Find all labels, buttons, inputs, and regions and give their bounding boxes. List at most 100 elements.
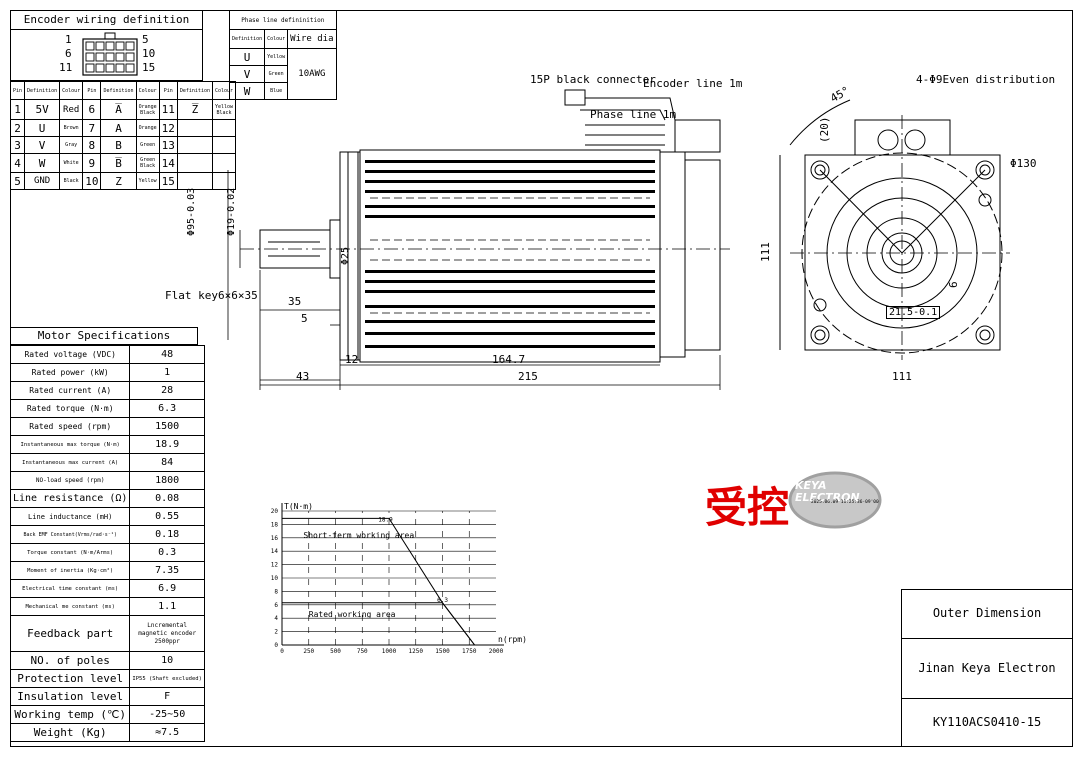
- enc-cell: Orange: [135, 119, 160, 137]
- spec-key: Rated power (kW): [9, 363, 131, 382]
- enc-cell: Brown: [59, 119, 84, 137]
- enc-h4: Definition: [100, 81, 137, 100]
- y-tick-label: 0: [274, 642, 278, 649]
- enc-cell: B̅: [100, 153, 137, 173]
- phase-h1: Colour: [264, 29, 289, 49]
- y-tick-label: 4: [274, 615, 278, 622]
- y-tick-label: 12: [271, 562, 279, 569]
- dim-111-vertical: 111: [759, 242, 772, 262]
- enc-h1: Definition: [24, 81, 61, 100]
- spec-key: Weight (Kg): [9, 723, 131, 742]
- pin-label-10: 10: [142, 47, 156, 60]
- enc-cell: Green: [135, 136, 160, 154]
- specs-table: Rated voltage (VDC)48 Rated power (kW)1 …: [9, 345, 205, 742]
- enc-cell: 9: [82, 153, 102, 173]
- enc-cell: Orange Black: [135, 99, 160, 120]
- spec-val: 1500: [129, 417, 205, 436]
- dim-12: 12: [345, 353, 359, 366]
- spec-val: 0.3: [129, 543, 205, 562]
- chart-series: [282, 517, 475, 646]
- enc-h3: Pin: [82, 81, 102, 100]
- dim-20: (20): [818, 116, 831, 144]
- side-view-drawing: [227, 89, 730, 390]
- dim-phi130: Φ130: [1010, 157, 1037, 170]
- spec-key: Rated torque (N·m): [9, 399, 131, 418]
- phase-cell: Blue: [264, 82, 289, 100]
- spec-key: Instantaneous max current (A): [9, 453, 131, 472]
- x-tick-label: 0: [280, 648, 284, 655]
- x-tick-label: 1750: [462, 648, 477, 655]
- y-tick-label: 2: [274, 629, 278, 636]
- spec-val: 6.3: [129, 399, 205, 418]
- enc-cell: 15: [158, 172, 178, 190]
- dim-35: 35: [288, 295, 302, 308]
- x-tick-label: 2000: [489, 648, 504, 655]
- spec-key: Insulation level: [9, 687, 131, 706]
- annotation-rated: 6.3: [437, 597, 448, 604]
- dim-phi25: Φ25: [340, 246, 351, 265]
- phase-cell: Yellow: [264, 48, 289, 66]
- watermark-stamp: 受控 KEYA ELECTRON 2025.06.09 11:25:36·09'…: [705, 470, 895, 532]
- spec-val: F: [129, 687, 205, 706]
- enc-h0: Pin: [9, 81, 26, 100]
- phase-line-label: Phase line 1m: [590, 108, 677, 121]
- spec-key: Rated voltage (VDC): [9, 345, 131, 364]
- connector-label: 15P black connector: [530, 73, 656, 86]
- enc-cell: V: [24, 136, 61, 154]
- enc-cell: Green Black: [135, 153, 160, 173]
- spec-val: 0.18: [129, 525, 205, 544]
- spec-val: 84: [129, 453, 205, 472]
- spec-key: Instantaneous max torque (N·m): [9, 435, 131, 454]
- enc-cell: Z: [100, 172, 137, 190]
- enc-cell: GND: [24, 172, 61, 190]
- x-tick-label: 500: [330, 648, 341, 655]
- annotation-peak: 18.9: [378, 516, 393, 523]
- y-tick-label: 16: [271, 535, 279, 542]
- holes-label: 4-Φ9Even distribution: [916, 73, 1056, 86]
- watermark-time: 2025.06.09 11:25:36·09'00: [811, 500, 879, 505]
- enc-cell: 6: [82, 99, 102, 120]
- spec-key: Protection level: [9, 669, 131, 688]
- enc-h5: Colour: [135, 81, 160, 100]
- y-tick-label: 14: [271, 548, 279, 555]
- phase-cell: U: [228, 48, 266, 66]
- spec-key: Working temp (℃): [9, 705, 131, 724]
- enc-cell: Black: [59, 172, 84, 190]
- flat-key-label: Flat key6×6×35: [165, 289, 258, 302]
- enc-cell: Gray: [59, 136, 84, 154]
- enc-cell: 5: [9, 172, 26, 190]
- spec-val: 0.08: [129, 489, 205, 508]
- spec-val: 6.9: [129, 579, 205, 598]
- y-tick-label: 8: [274, 588, 278, 595]
- chart-grid: [282, 510, 496, 645]
- specs-title: Motor Specifications: [10, 327, 198, 345]
- spec-key: Torque constant (N·m/Arms): [9, 543, 131, 562]
- enc-cell: A̅: [100, 99, 137, 120]
- enc-cell: W: [24, 153, 61, 173]
- enc-cell: 3: [9, 136, 26, 154]
- enc-cell: B: [100, 136, 137, 154]
- pin-label-1: 1: [65, 33, 72, 46]
- phase-h0: Definition: [228, 29, 266, 49]
- enc-cell: U: [24, 119, 61, 137]
- x-tick-label: 1500: [435, 648, 450, 655]
- pin-label-5: 5: [142, 33, 149, 46]
- spec-key: Line inductance (mH): [9, 507, 131, 526]
- spec-key: Back EMF Constant(Vrms/rad·s⁻¹): [9, 525, 131, 544]
- spec-val: Lncremental magnetic encoder 2500ppr: [129, 615, 205, 652]
- enc-cell: Red: [59, 99, 84, 120]
- spec-key: NO-load speed (rpm): [9, 471, 131, 490]
- encoder-line-label: Encoder line 1m: [643, 77, 743, 90]
- front-view-drawing: [779, 99, 1010, 360]
- spec-key: Feedback part: [9, 615, 131, 652]
- enc-cell: 8: [82, 136, 102, 154]
- spec-val: ≈7.5: [129, 723, 205, 742]
- x-tick-label: 1000: [382, 648, 397, 655]
- dim-5: 5: [301, 312, 308, 325]
- spec-val: 7.35: [129, 561, 205, 580]
- spec-val: 10: [129, 651, 205, 670]
- spec-key: Rated current (A): [9, 381, 131, 400]
- encoder-title: Encoder wiring definition: [10, 10, 203, 30]
